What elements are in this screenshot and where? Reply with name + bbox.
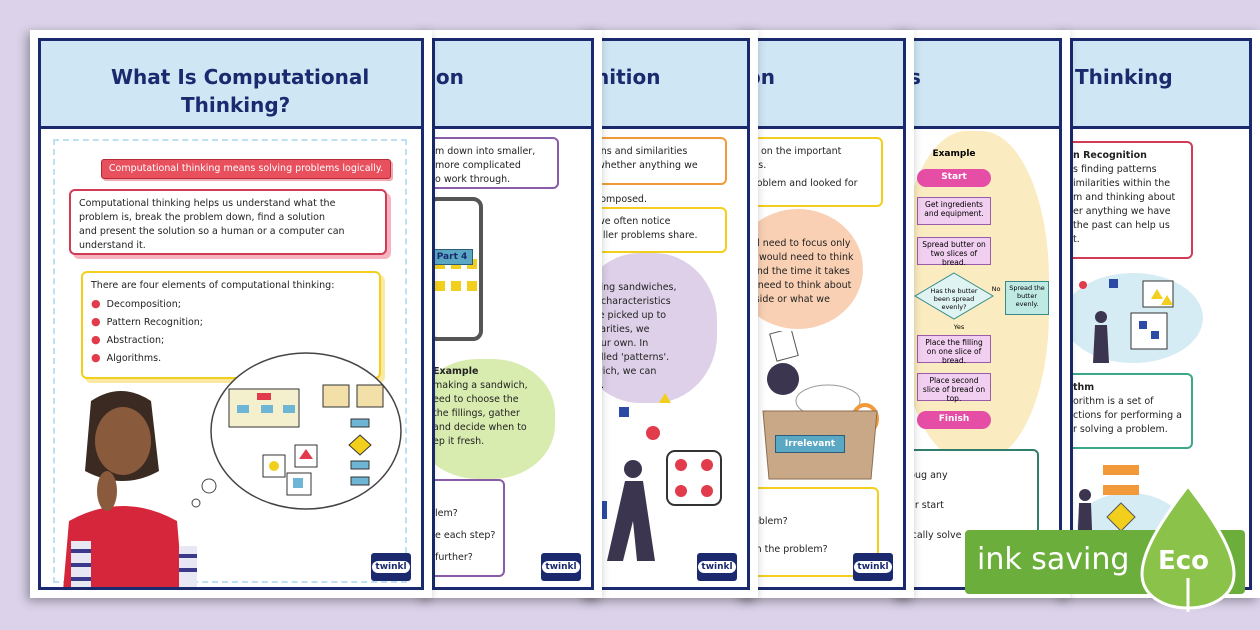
flow-step-3: Place the filling on one slice of bread. — [917, 335, 991, 365]
poster-title: on — [753, 65, 775, 89]
question-box: lem? e each step? further? — [435, 479, 505, 577]
ink-saving-label: ink saving — [977, 542, 1130, 577]
twinkl-logo: twinkl — [541, 553, 581, 581]
elements-heading: There are four elements of computational… — [91, 280, 335, 291]
flow-start: Start — [917, 169, 991, 187]
poster-title: ion — [432, 65, 464, 89]
juggler-illustration — [597, 393, 722, 561]
content-dashed-border — [53, 139, 407, 583]
flow-decision-diamond — [914, 272, 994, 320]
irrelevant-label: Irrelevant — [775, 435, 845, 453]
pattern-intro-box: rns and similarities whether anything we — [597, 137, 727, 185]
poster-header: on — [753, 41, 903, 129]
eco-leaf-icon — [1140, 483, 1236, 612]
pattern-notice-box: we often notice aller problems share. — [597, 207, 727, 253]
example-blob — [435, 359, 555, 479]
part-4-label: Part 4 — [435, 249, 473, 265]
poster-frame: ion m down into smaller, more complicate… — [432, 38, 594, 590]
abstraction-blob — [753, 209, 863, 329]
flow-decision-label: Has the butter been spread evenly? — [930, 287, 978, 311]
flow-side-step: Spread the butter evenly. — [1005, 281, 1049, 315]
algorithm-box: thm orithm is a set of ctions for perfor… — [1073, 373, 1193, 449]
pattern-box: n Recognition s finding patterns imilari… — [1073, 141, 1193, 259]
parts-illustration — [435, 197, 483, 341]
poster-pattern-recognition: nition rns and similarities whether anyt… — [586, 30, 758, 598]
poster-decomposition: ion m down into smaller, more complicate… — [424, 30, 602, 598]
poster-header: ion — [435, 41, 591, 129]
poster-title-line-1: What Is Computational — [111, 65, 370, 89]
example-text: Example making a sandwich, eed to choose… — [433, 366, 528, 447]
poster-title: Thinking — [1075, 65, 1173, 89]
poster-header: What Is Computational Thinking? — [41, 41, 421, 129]
pattern-figure-illustration — [1079, 279, 1174, 363]
poster-abstraction: on s on the important ils. roblem and lo… — [742, 30, 914, 598]
poster-algorithm-example: s Example Start Get ingredients and equi… — [898, 30, 1070, 598]
thinking-girl-illustration — [63, 352, 402, 587]
poster-frame: Thinking n Recognition s finding pattern… — [1070, 38, 1252, 590]
flow-finish: Finish — [917, 411, 991, 429]
element-abstraction: ● Abstraction; — [91, 333, 165, 346]
flow-step-2: Spread butter on two slices of bread. — [917, 237, 991, 267]
abstraction-box: s on the important ils. roblem and looke… — [753, 137, 883, 207]
poster-frame: What Is Computational Thinking? Computat… — [38, 38, 424, 590]
element-decomposition: ● Decomposition; — [91, 297, 181, 310]
poster-header: s — [909, 41, 1059, 129]
poster-header: nition — [597, 41, 747, 129]
poster-header: Thinking — [1073, 41, 1249, 129]
flow-yes-label: Yes — [953, 323, 965, 331]
element-pattern-recognition: ● Pattern Recognition; — [91, 315, 203, 328]
flow-no-label: No — [991, 285, 1001, 293]
eco-badge-label: Eco — [1158, 546, 1210, 576]
pattern-blob-text: king sandwiches, , characteristics re pi… — [595, 282, 677, 391]
element-algorithms: ● Algorithms. — [91, 351, 162, 364]
poster-what-is-computational-thinking: What Is Computational Thinking? Computat… — [30, 30, 432, 598]
poster-frame: on s on the important ils. roblem and lo… — [750, 38, 906, 590]
flowchart-example-label: Example — [932, 149, 976, 159]
flow-step-1: Get ingredients and equipment. — [917, 197, 991, 225]
abstraction-blob-text: ld need to focus only s would need to th… — [751, 238, 854, 305]
twinkl-logo: twinkl — [371, 553, 411, 581]
twinkl-logo: twinkl — [697, 553, 737, 581]
pattern-blob — [597, 253, 717, 403]
irrelevant-bin-illustration — [762, 331, 879, 480]
composed-line: composed. — [595, 194, 647, 205]
twinkl-logo: twinkl — [853, 553, 893, 581]
poster-title-line-2: Thinking? — [181, 93, 291, 117]
poster-title: s — [909, 65, 921, 89]
intro-box: Computational thinking helps us understa… — [69, 189, 387, 255]
flow-step-4: Place second slice of bread on top. — [917, 373, 991, 403]
debug-box: bug any ar start ically solve — [909, 449, 1039, 587]
definition-banner: Computational thinking means solving pro… — [101, 159, 391, 179]
poster-frame: s Example Start Get ingredients and equi… — [906, 38, 1062, 590]
poster-title: nition — [595, 65, 661, 89]
poster-frame: nition rns and similarities whether anyt… — [594, 38, 750, 590]
decomposition-box: m down into smaller, more complicated o … — [435, 137, 559, 189]
poster-algorithms: Thinking n Recognition s finding pattern… — [1062, 30, 1260, 598]
